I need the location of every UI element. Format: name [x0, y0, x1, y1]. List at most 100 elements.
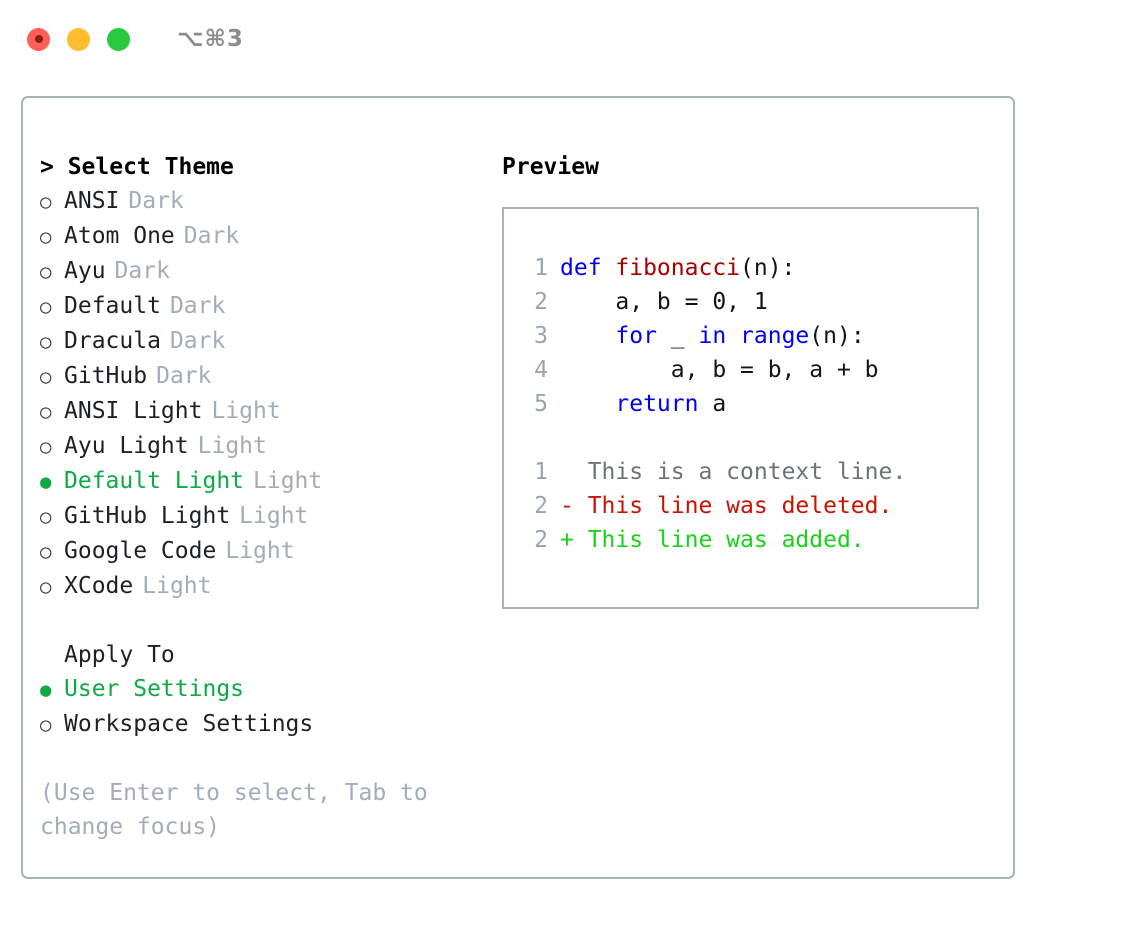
diff-sign: +: [560, 527, 574, 553]
apply-to-option-label: Workspace Settings: [64, 711, 314, 737]
code-token: range: [740, 323, 810, 349]
diff-line: 2 + This line was added.: [522, 523, 977, 557]
code-token: a: [698, 391, 727, 417]
theme-option-category: Dark: [114, 258, 170, 284]
code-line: 5 return a: [522, 387, 977, 421]
apply-to-heading: Apply To: [64, 642, 175, 668]
theme-option-category: Light: [253, 468, 323, 494]
theme-option-category: Light: [239, 503, 309, 529]
theme-option-name: Google Code: [64, 538, 217, 564]
diff-line-number: 1: [534, 459, 548, 485]
preview-gap: [522, 421, 977, 455]
theme-option-1[interactable]: ○ Atom One Dark: [40, 219, 480, 254]
diff-line: 1 This is a context line.: [522, 455, 977, 489]
theme-option-name: Dracula: [64, 328, 161, 354]
theme-option-name: Default: [64, 293, 161, 319]
code-token: (n):: [809, 323, 865, 349]
zoom-button[interactable]: [107, 27, 130, 51]
code-line-number: 3: [534, 323, 548, 349]
theme-option-name: GitHub Light: [64, 503, 231, 529]
radio-unselected-icon: ○: [40, 366, 52, 388]
theme-option-3[interactable]: ○ Default Dark: [40, 289, 480, 324]
code-token: return: [615, 391, 699, 417]
code-line-text: def fibonacci(n):: [560, 251, 795, 285]
theme-option-5[interactable]: ○ GitHub Dark: [40, 359, 480, 394]
radio-unselected-icon: ○: [40, 714, 52, 736]
apply-to-option-1[interactable]: ○ Workspace Settings: [40, 707, 480, 742]
radio-unselected-icon: ○: [40, 191, 52, 213]
code-line-number: 2: [534, 289, 548, 315]
code-token: _: [656, 323, 699, 349]
code-line: 1 def fibonacci(n):: [522, 251, 977, 285]
apply-to-list: ●User Settings ○ Workspace Settings: [40, 672, 480, 742]
code-line-text: a, b = 0, 1: [560, 285, 767, 319]
theme-option-category: Dark: [169, 293, 226, 319]
code-token: [560, 323, 615, 349]
radio-unselected-icon: ○: [40, 401, 52, 423]
code-line-text: return a: [560, 387, 726, 421]
theme-option-2[interactable]: ○ Ayu Dark: [40, 254, 480, 289]
keyboard-shortcut-label: ⌥⌘3: [177, 26, 244, 52]
keyboard-hint: (Use Enter to select, Tab to change focu…: [40, 780, 428, 840]
diff-line-text: This line was added.: [573, 527, 865, 553]
code-line: 4 a, b = b, a + b: [522, 353, 977, 387]
code-token: in: [698, 323, 741, 349]
preview-column: Preview 1 def fibonacci(n): 2 a, b = 0, 1 3…: [502, 150, 1002, 609]
theme-option-category: Dark: [156, 363, 212, 389]
diff-line-text: This line was deleted.: [573, 493, 893, 519]
diff-sign: [560, 455, 574, 489]
apply-to-option-0[interactable]: ●User Settings: [40, 672, 480, 707]
theme-option-name: ANSI: [64, 188, 120, 214]
theme-option-category: Dark: [183, 223, 240, 249]
radio-unselected-icon: ○: [40, 541, 52, 563]
radio-unselected-icon: ○: [40, 226, 52, 248]
theme-option-category: Light: [211, 398, 281, 424]
diff-line-number: 2: [534, 527, 548, 553]
list-spacer: [40, 604, 480, 638]
radio-unselected-icon: ○: [40, 436, 52, 458]
code-token: (n):: [740, 255, 796, 281]
theme-option-name: GitHub: [64, 363, 148, 389]
theme-option-name: XCode: [64, 573, 134, 599]
theme-option-name: Atom One: [64, 223, 175, 249]
diff-line: 2- This line was deleted.: [522, 489, 977, 523]
theme-option-name: Ayu Light: [64, 433, 189, 459]
radio-unselected-icon: ○: [40, 506, 52, 528]
radio-unselected-icon: ○: [40, 296, 52, 318]
window-controls: [27, 27, 130, 51]
title-bar: ⌥⌘3: [0, 0, 1140, 78]
theme-option-9[interactable]: ○ GitHub Light Light: [40, 499, 480, 534]
code-line-number: 1: [534, 255, 548, 281]
code-token: for: [615, 323, 657, 349]
diff-line-number: 2: [534, 493, 548, 519]
theme-option-category: Light: [142, 573, 212, 599]
close-button[interactable]: [27, 27, 50, 51]
diff-sign: -: [560, 493, 574, 519]
radio-selected-icon: ●: [40, 471, 52, 493]
theme-option-name: Ayu: [64, 258, 106, 284]
minimize-button[interactable]: [67, 27, 90, 51]
select-theme-heading: > Select Theme: [40, 154, 234, 180]
theme-option-10[interactable]: ○ Google Code Light: [40, 534, 480, 569]
code-token: a, b = b, a + b: [560, 357, 879, 383]
theme-option-category: Light: [225, 538, 295, 564]
theme-option-name: Default Light: [64, 468, 245, 494]
diff-line-text: This is a context line.: [573, 459, 907, 485]
theme-option-category: Dark: [169, 328, 226, 354]
radio-unselected-icon: ○: [40, 261, 52, 283]
code-preview: 1 def fibonacci(n): 2 a, b = 0, 1 3 for _ i…: [522, 251, 977, 421]
diff-preview: 1 This is a context line.2- This line wa…: [522, 455, 977, 557]
theme-option-8[interactable]: ● Default Light Light: [40, 464, 480, 499]
code-token: [560, 391, 615, 417]
code-line-number: 4: [534, 357, 548, 383]
code-token: def: [560, 255, 616, 281]
preview-title: Preview: [502, 154, 599, 180]
